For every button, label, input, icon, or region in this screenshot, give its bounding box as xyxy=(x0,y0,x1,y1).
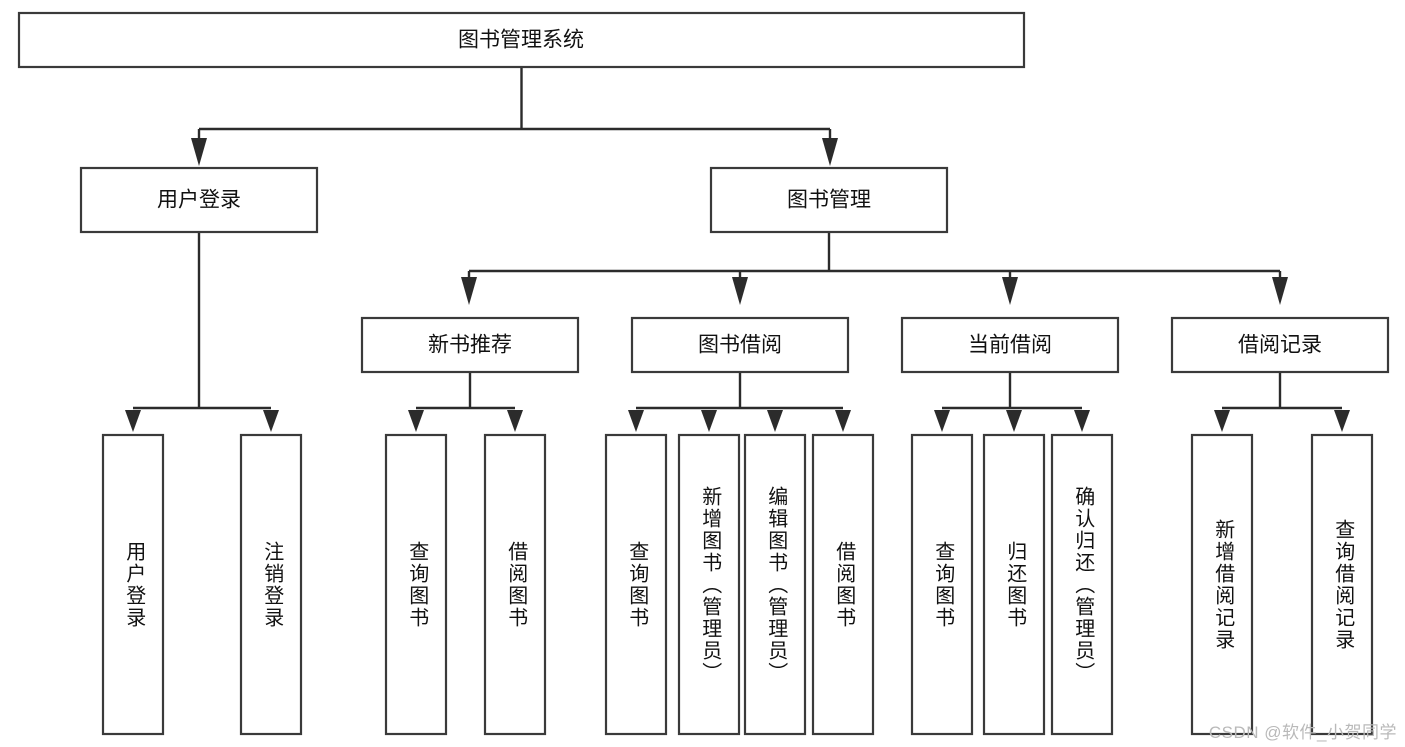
node-root[interactable]: 图书管理系统 xyxy=(17,11,1026,69)
node-root-box[interactable] xyxy=(17,11,1026,69)
arrow-head-leaf-add-book xyxy=(701,410,717,432)
node-user-login-box[interactable] xyxy=(79,166,319,234)
arrow-head-leaf-confirm-return xyxy=(1074,410,1090,432)
node-borrow-record[interactable]: 借阅记录 xyxy=(1170,316,1390,374)
leaf-box-return-book[interactable] xyxy=(982,433,1046,736)
node-book-manage-box[interactable] xyxy=(709,166,949,234)
arrow-head-borrow-record xyxy=(1272,277,1288,305)
arrow-head-leaf-query-record xyxy=(1334,410,1350,432)
arrow-head-leaf-logout-login xyxy=(263,410,279,432)
node-new-book-recommend-label: 新书推荐 xyxy=(428,334,512,357)
leaf-box-logout-login[interactable] xyxy=(239,433,303,736)
leaf-box-borrow-book-2[interactable] xyxy=(811,433,875,736)
node-current-borrow-label: 当前借阅 xyxy=(968,334,1052,357)
leaf-box-confirm-return[interactable] xyxy=(1050,433,1114,736)
node-current-borrow[interactable]: 当前借阅 xyxy=(900,316,1120,374)
node-book-manage[interactable]: 图书管理 xyxy=(709,166,949,234)
node-user-login-label: 用户登录 xyxy=(157,189,241,212)
arrow-head-leaf-user-login xyxy=(125,410,141,432)
leaf-box-borrow-book-1[interactable] xyxy=(483,433,547,736)
node-book-manage-label: 图书管理 xyxy=(787,189,871,212)
leaf-boxes xyxy=(101,433,1374,736)
arrow-head-leaf-query-book-2 xyxy=(628,410,644,432)
leaf-box-add-record[interactable] xyxy=(1190,433,1254,736)
leaf-box-query-book-3[interactable] xyxy=(910,433,974,736)
leaf-box-edit-book[interactable] xyxy=(743,433,807,736)
arrow-head-book-manage xyxy=(822,138,838,166)
node-root-label: 图书管理系统 xyxy=(458,29,584,52)
node-user-login[interactable]: 用户登录 xyxy=(79,166,319,234)
node-book-borrow-label: 图书借阅 xyxy=(698,334,782,357)
connector-group xyxy=(125,67,1350,432)
csdn-watermark: CSDN @软件_小贺同学 xyxy=(1208,723,1397,742)
arrow-head-book-borrow xyxy=(732,277,748,305)
arrow-head-leaf-query-book-1 xyxy=(408,410,424,432)
node-new-book-recommend-box[interactable] xyxy=(360,316,580,374)
arrow-head-leaf-edit-book xyxy=(767,410,783,432)
node-book-borrow-box[interactable] xyxy=(630,316,850,374)
leaf-box-query-record[interactable] xyxy=(1310,433,1374,736)
arrow-head-user-login xyxy=(191,138,207,166)
leaf-box-query-book-1[interactable] xyxy=(384,433,448,736)
leaf-box-user-login[interactable] xyxy=(101,433,165,736)
arrow-head-leaf-borrow-book-2 xyxy=(835,410,851,432)
arrow-head-current-borrow xyxy=(1002,277,1018,305)
leaf-box-add-book[interactable] xyxy=(677,433,741,736)
node-borrow-record-label: 借阅记录 xyxy=(1238,334,1322,357)
node-book-borrow[interactable]: 图书借阅 xyxy=(630,316,850,374)
leaf-box-query-book-2[interactable] xyxy=(604,433,668,736)
arrow-head-leaf-query-book-3 xyxy=(934,410,950,432)
node-new-book-recommend[interactable]: 新书推荐 xyxy=(360,316,580,374)
node-current-borrow-box[interactable] xyxy=(900,316,1120,374)
arrow-head-leaf-borrow-book-1 xyxy=(507,410,523,432)
arrow-head-new-book-recommend xyxy=(461,277,477,305)
node-borrow-record-box[interactable] xyxy=(1170,316,1390,374)
arrow-head-leaf-add-record xyxy=(1214,410,1230,432)
arrow-head-leaf-return-book xyxy=(1006,410,1022,432)
